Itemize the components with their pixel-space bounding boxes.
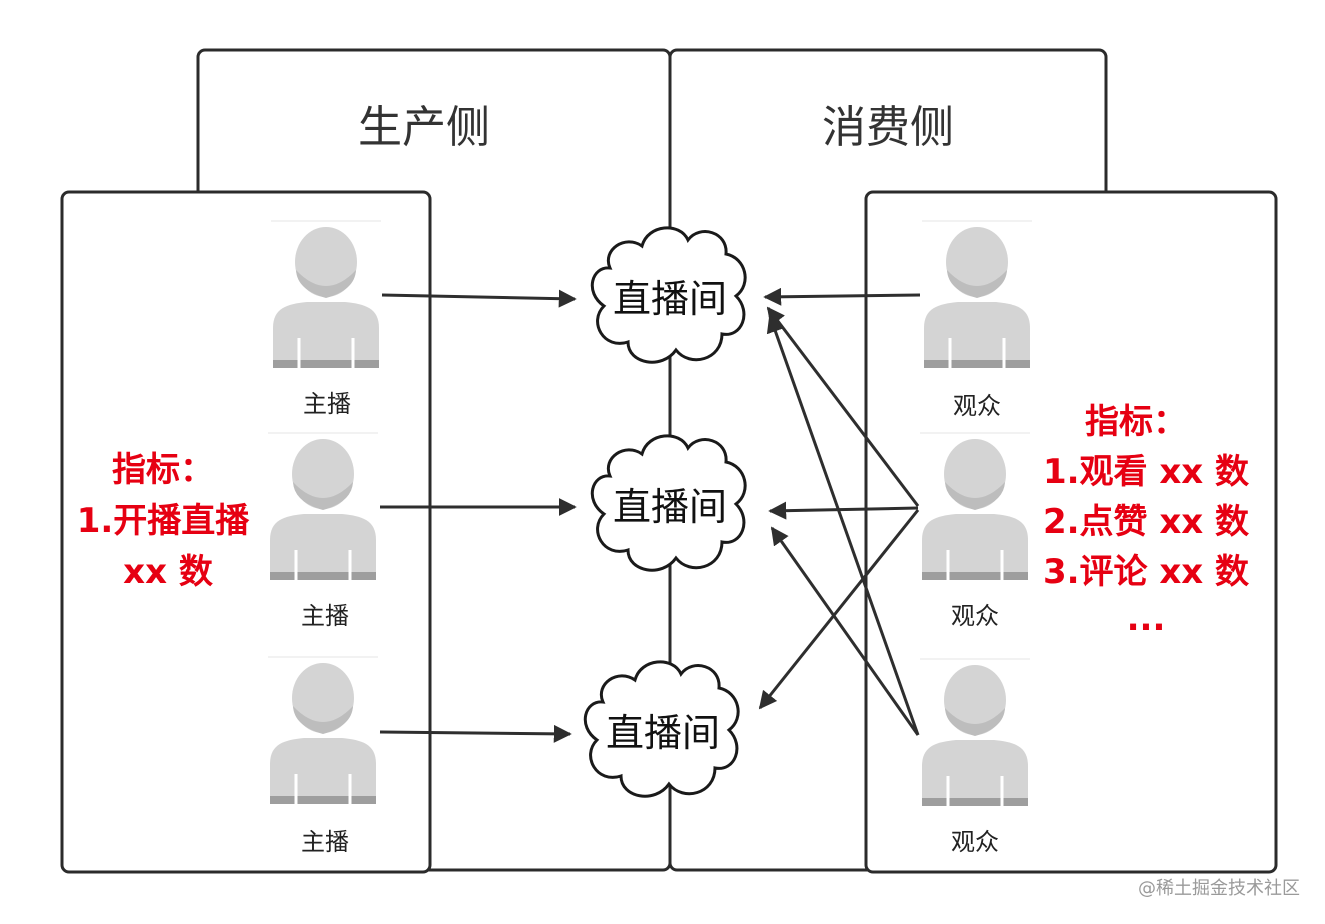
viewer-2-to-room-1-arrow (766, 306, 920, 507)
consumer-metrics-line-1: 1.观看 xx 数 (1043, 452, 1249, 492)
viewer-2-person-icon (918, 430, 1032, 584)
live-room-2-label: 直播间 (613, 485, 727, 529)
producer-metrics-line-2: xx 数 (123, 552, 213, 592)
viewer-3-to-room-1-arrow (766, 314, 920, 736)
anchor-3-label: 主播 (301, 828, 349, 856)
live-room-1: 直播间 (590, 226, 747, 364)
watermark: @稀土掘金技术社区 (1138, 878, 1300, 899)
live-room-2: 直播间 (590, 434, 747, 572)
consumer-metrics-line-4: ... (1127, 599, 1166, 639)
producer-header: 生产侧 (358, 102, 490, 153)
viewer-3-to-room-2-arrow (770, 526, 920, 736)
viewer-2-to-room-2-arrow (768, 501, 919, 520)
anchor-3-to-room-3-arrow (379, 724, 572, 743)
anchor-2-person-icon (266, 430, 380, 584)
anchor-1-to-room-1-arrow (381, 289, 577, 308)
viewer-1-person-icon (920, 218, 1034, 372)
producer-metrics-title: 指标： (112, 450, 214, 490)
viewer-1-label: 观众 (953, 392, 1001, 420)
live-room-3: 直播间 (583, 660, 740, 798)
consumer-header: 消费侧 (822, 102, 954, 153)
anchor-1-person-icon (269, 218, 383, 372)
viewer-2-to-room-3-arrow (758, 509, 920, 710)
anchor-3-person-icon (266, 654, 380, 808)
anchor-1-label: 主播 (303, 390, 351, 418)
viewer-3-person-icon (918, 656, 1032, 810)
consumer-metrics-line-3: 3.评论 xx 数 (1043, 552, 1249, 592)
viewer-3-label: 观众 (951, 828, 999, 856)
consumer-metrics-line-2: 2.点赞 xx 数 (1043, 502, 1249, 542)
live-room-3-label: 直播间 (606, 711, 720, 755)
viewer-1-to-room-1-arrow (763, 287, 921, 306)
live-room-1-label: 直播间 (613, 277, 727, 321)
viewer-2-label: 观众 (951, 602, 999, 630)
consumer-metrics-title: 指标： (1085, 402, 1187, 442)
anchor-2-label: 主播 (301, 602, 349, 630)
producer-metrics-line-1: 1.开播直播 (77, 501, 251, 541)
